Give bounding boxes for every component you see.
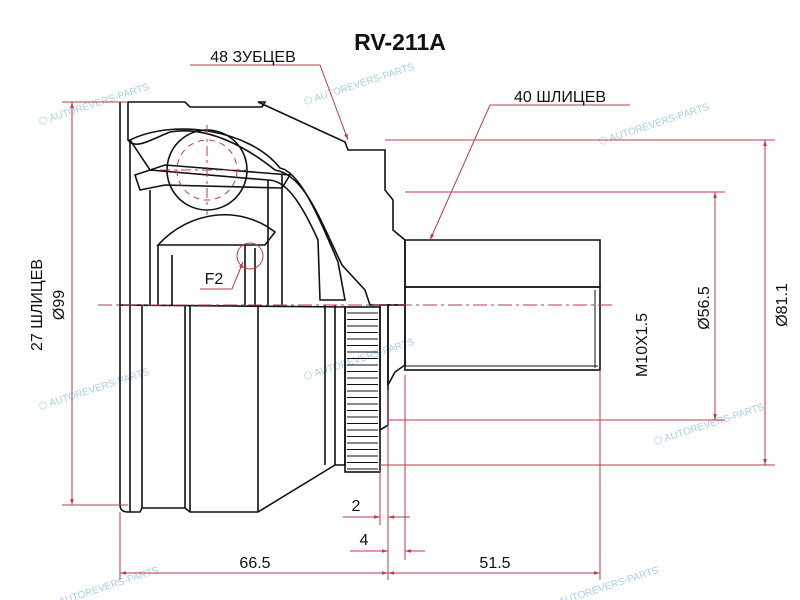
teeth-label: 48 ЗУБЦЕВ: [210, 49, 296, 66]
gap-4-label: 4: [360, 532, 369, 549]
f2-circle: [236, 242, 264, 270]
threaded-shaft: [404, 286, 601, 371]
dimension-lines: [70, 64, 767, 575]
diameter-99-label: Ø99: [51, 290, 68, 320]
length-right-label: 51.5: [479, 555, 510, 572]
part-number-title: RV-211A: [354, 29, 446, 55]
inner-splines-label: 27 ШЛИЦЕВ: [29, 259, 46, 351]
watermark-logo: AUTOREVERS-PARTS: [558, 565, 661, 600]
housing-section: [127, 101, 406, 306]
watermark-logo: ⬡ AUTOREVERS-PARTS: [38, 367, 151, 413]
watermark-logo: ⬡ AUTOREVERS-PARTS: [38, 82, 151, 128]
watermark-logo: ⬡ AUTOREVERS-PARTS: [598, 102, 711, 148]
upper-section: [119, 101, 601, 306]
abs-ring-teeth: [347, 312, 378, 470]
length-left-label: 66.5: [239, 555, 270, 572]
cage-section: [133, 164, 292, 191]
abs-ring: [344, 306, 381, 473]
f2-label: F2: [205, 271, 224, 288]
stem: [379, 304, 389, 432]
thread-label: M10X1.5: [634, 313, 651, 377]
watermark-logo: AUTOREVERS-PARTS: [58, 565, 161, 600]
watermark-logo: ⬡ AUTOREVERS-PARTS: [303, 62, 416, 108]
watermark-logo: ⬡ AUTOREVERS-PARTS: [653, 402, 766, 448]
extension-lines: [62, 101, 775, 580]
inner-race-section: [156, 213, 277, 246]
diameter-56-label: Ø56.5: [696, 286, 713, 330]
housing-outline: [119, 304, 346, 513]
diameter-81-label: Ø81.1: [774, 283, 791, 327]
watermark-logo: ⬡ AUTOREVERS-PARTS: [303, 337, 416, 383]
gap-2-label: 2: [352, 498, 361, 515]
outer-splines-label: 40 ШЛИЦЕВ: [514, 89, 606, 106]
shaft-spline: [404, 239, 601, 288]
lower-half: [119, 286, 601, 513]
